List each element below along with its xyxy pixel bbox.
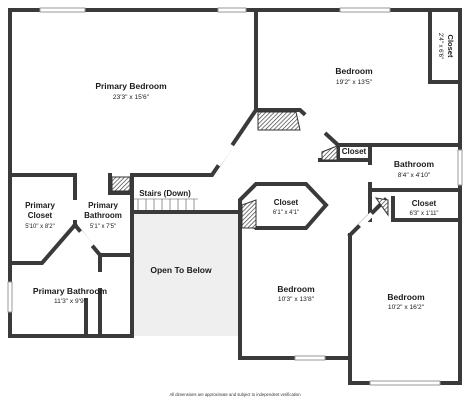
bedroom-se-name: Bedroom [387,292,425,302]
bedroom-center-name: Bedroom [277,284,315,294]
closet-center-dims: 6'1" x 4'1" [273,210,299,216]
closet-bath-dims: 6'3" x 1'11" [409,211,438,217]
bedroom-ne-dims: 19'2" x 13'5" [336,79,373,86]
closet-ne-name: Closet [446,35,455,58]
bathroom-name: Bathroom [394,159,435,169]
closet-center-name: Closet [274,198,299,207]
bedroom-ne-name: Bedroom [335,66,373,76]
chases [111,111,389,229]
primary-bathroom-dims: 11'3" x 9'9" [54,298,87,305]
primary-bathroom-name: Primary Bathroom [33,286,108,296]
bedroom-se-dims: 10'2" x 16'2" [388,304,425,311]
closet-bath-name: Closet [412,199,437,208]
footer-disclaimer: All dimensions are approximate and subje… [169,392,301,397]
closet-ne-dims: 2'4" x 6'6" [437,33,443,59]
windows [7,7,463,386]
primary-bedroom-name: Primary Bedroom [95,81,167,91]
primary-bedroom-dims: 23'3" x 15'6" [113,94,150,101]
room-labels: Primary Bedroom 23'3" x 15'6" Bedroom 19… [25,33,455,397]
bedroom-center-dims: 10'3" x 13'8" [278,296,315,303]
primary-bathroom-small-dims: 5'1" x 7'5" [90,224,116,230]
stair-treads [134,198,198,210]
open-to-below-area [132,212,238,336]
primary-closet-dims: 5'10" x 8'2" [25,224,55,230]
stairs-name: Stairs (Down) [139,189,191,198]
closet-small-name: Closet [342,147,367,156]
bathroom-dims: 8'4" x 4'10" [398,172,431,179]
door-openings [72,113,374,248]
open-to-below-name: Open To Below [150,265,212,275]
